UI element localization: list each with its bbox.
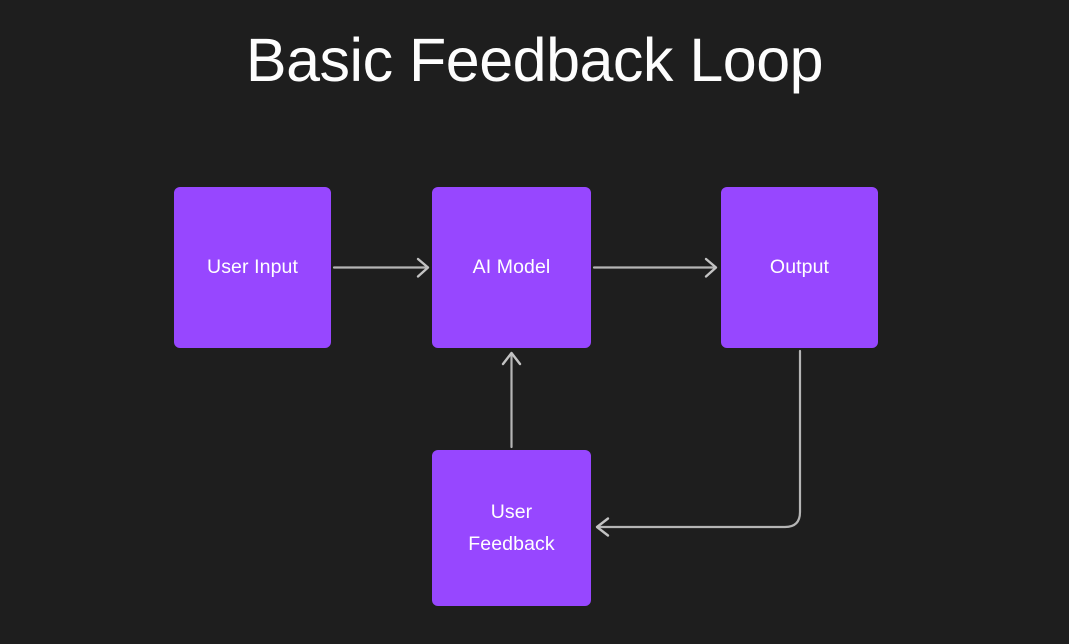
node-ai-model-label: AI Model bbox=[472, 256, 551, 279]
edge-user-feedback-to-ai-model bbox=[501, 351, 522, 449]
edge-ai-model-to-output bbox=[592, 257, 718, 278]
node-user-feedback-label-line1: User bbox=[490, 500, 533, 523]
edge-output-to-user-feedback bbox=[595, 349, 802, 537]
node-user-input[interactable]: User Input bbox=[174, 187, 331, 348]
node-user-feedback-label-line2: Feedback bbox=[468, 533, 555, 555]
page-title: Basic Feedback Loop bbox=[245, 26, 824, 94]
node-output[interactable]: Output bbox=[721, 187, 878, 348]
node-ai-model[interactable]: AI Model bbox=[432, 187, 591, 348]
node-user-input-label: User Input bbox=[207, 256, 298, 279]
node-output-label: Output bbox=[769, 256, 830, 279]
node-user-feedback[interactable]: User Feedback bbox=[432, 450, 591, 606]
node-user-feedback-label: User Feedback bbox=[468, 496, 554, 560]
edge-user-input-to-ai-model bbox=[332, 257, 430, 278]
